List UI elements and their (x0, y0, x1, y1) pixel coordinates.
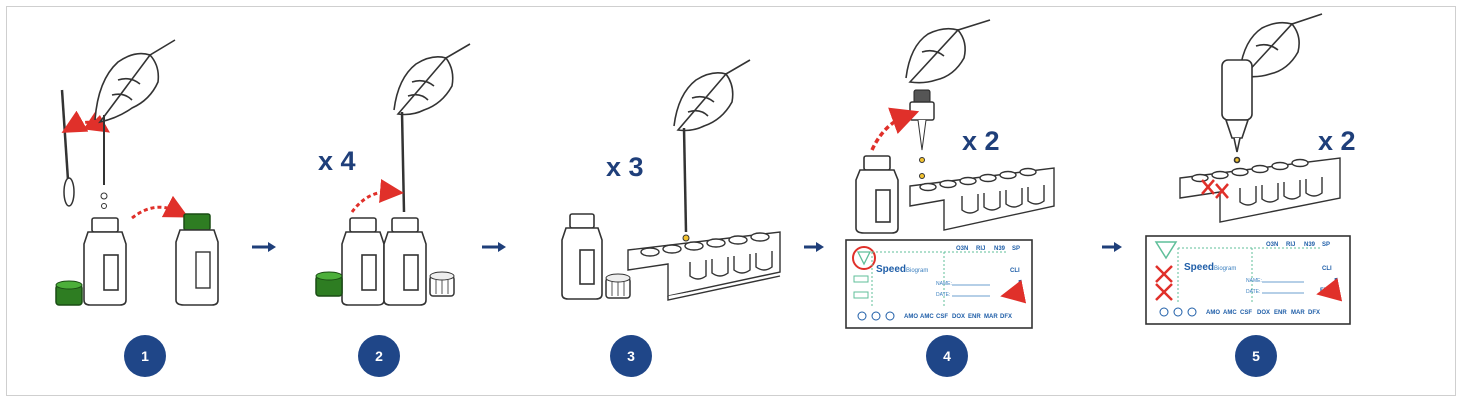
card-brand-speed: Speed (1184, 262, 1214, 273)
step-2-multiplier: x 4 (318, 146, 356, 176)
highlight-circle-icon (852, 246, 876, 270)
cross-mark-icon (1201, 179, 1229, 199)
hand-icon (1239, 13, 1323, 78)
step-2-illustration: x 4 (315, 43, 471, 306)
card-abx-3: CSF (1240, 310, 1252, 316)
card-abx-5: ENR (1274, 310, 1287, 316)
step-number: 3 (627, 348, 635, 364)
card-code-2: RIJ (1286, 242, 1295, 248)
next-arrow-head-icon (816, 242, 824, 252)
pipette-icon (682, 127, 688, 233)
card-code-3: N39 (1304, 242, 1316, 248)
dropper-bottle-icon (909, 89, 935, 179)
hand-icon (94, 39, 176, 124)
step-badge-4: 4 (926, 335, 968, 377)
pipette-icon (400, 111, 406, 213)
card-abx-4: DOX (952, 314, 965, 320)
card-code-4: SP (1012, 246, 1020, 252)
card-abx-6: MAR (984, 314, 998, 320)
well-strip-icon (909, 167, 1055, 231)
step-badge-3: 3 (610, 335, 652, 377)
green-cap-icon (55, 280, 83, 306)
card-abx-3: CSF (936, 314, 948, 320)
step-3-multiplier: x 3 (606, 152, 644, 182)
diagram-frame (6, 6, 1456, 396)
card-abx-5: ENR (968, 314, 981, 320)
card-brand-rest: Biogram (1214, 266, 1236, 272)
bottle-icon (561, 213, 603, 300)
card-abx-7: DFX (1308, 310, 1320, 316)
bottle-icon (383, 217, 427, 306)
swap-arrow-icon (61, 109, 110, 133)
step-1-illustration (55, 39, 219, 306)
dropper-bottle-icon (1221, 59, 1253, 180)
move-arrow-icon (350, 179, 404, 213)
card-brand-speed: Speed (876, 264, 906, 275)
card-code-1: O3N (956, 246, 968, 252)
step-badge-1: 1 (124, 335, 166, 377)
bottle-icon (83, 217, 127, 306)
speedbiogram-card: Speed Biogram NAME: DATE: O3N RIJ N39 SP… (1145, 235, 1351, 325)
card-code-3: N39 (994, 246, 1006, 252)
next-arrow-head-icon (1114, 242, 1122, 252)
next-arrow-head-icon (498, 242, 506, 252)
hand-icon (673, 59, 751, 132)
next-arrow-head-icon (268, 242, 276, 252)
bottle-icon (855, 155, 899, 234)
step-badge-5: 5 (1235, 335, 1277, 377)
well-strip-icon (1179, 157, 1341, 223)
card-side-code: CLI (1322, 266, 1332, 272)
card-name-label: NAME: (936, 281, 952, 287)
card-code-2: RIJ (976, 246, 985, 252)
step-number: 1 (141, 348, 149, 364)
return-arrow-icon (1316, 277, 1343, 302)
step-badge-2: 2 (358, 335, 400, 377)
white-cap-icon (429, 271, 455, 297)
swab-icon (60, 89, 75, 207)
card-date-label: DATE: (936, 292, 950, 298)
well-strip-icon (627, 231, 781, 301)
return-arrow-icon (1000, 279, 1027, 304)
card-abx-1: AMO (904, 314, 918, 320)
step-4-multiplier: x 2 (962, 126, 1000, 156)
step-3-illustration: x 3 (561, 59, 781, 301)
card-side-code: CLI (1010, 268, 1020, 274)
cross-mark-icon (1155, 265, 1173, 301)
green-cap-icon (315, 271, 343, 297)
step-number: 4 (943, 348, 951, 364)
card-code-4: SP (1322, 242, 1330, 248)
white-cap-icon (605, 273, 631, 299)
step-5-multiplier: x 2 (1318, 126, 1356, 156)
card-brand-rest: Biogram (906, 268, 928, 274)
hand-icon (393, 43, 471, 116)
step-number: 5 (1252, 348, 1260, 364)
move-arrow-icon (131, 195, 189, 220)
capped-bottle-icon (175, 213, 219, 306)
speedbiogram-card: Speed Biogram NAME: DATE: O3N RIJ N39 SP… (845, 239, 1033, 329)
step-5-illustration: x 2 (1145, 13, 1356, 325)
card-abx-4: DOX (1257, 310, 1270, 316)
card-code-1: O3N (1266, 242, 1278, 248)
card-date-label: DATE: (1246, 289, 1260, 295)
card-abx-7: DFX (1000, 314, 1012, 320)
card-name-label: NAME: (1246, 278, 1262, 284)
move-arrow-icon (870, 107, 920, 151)
step-4-illustration: x 2 (845, 19, 1055, 329)
step-number: 2 (375, 348, 383, 364)
card-abx-6: MAR (1291, 310, 1305, 316)
card-abx-2: AMC (920, 314, 934, 320)
hand-icon (905, 19, 991, 84)
bottle-icon (341, 217, 385, 306)
card-abx-1: AMO (1206, 310, 1220, 316)
card-abx-2: AMC (1223, 310, 1237, 316)
